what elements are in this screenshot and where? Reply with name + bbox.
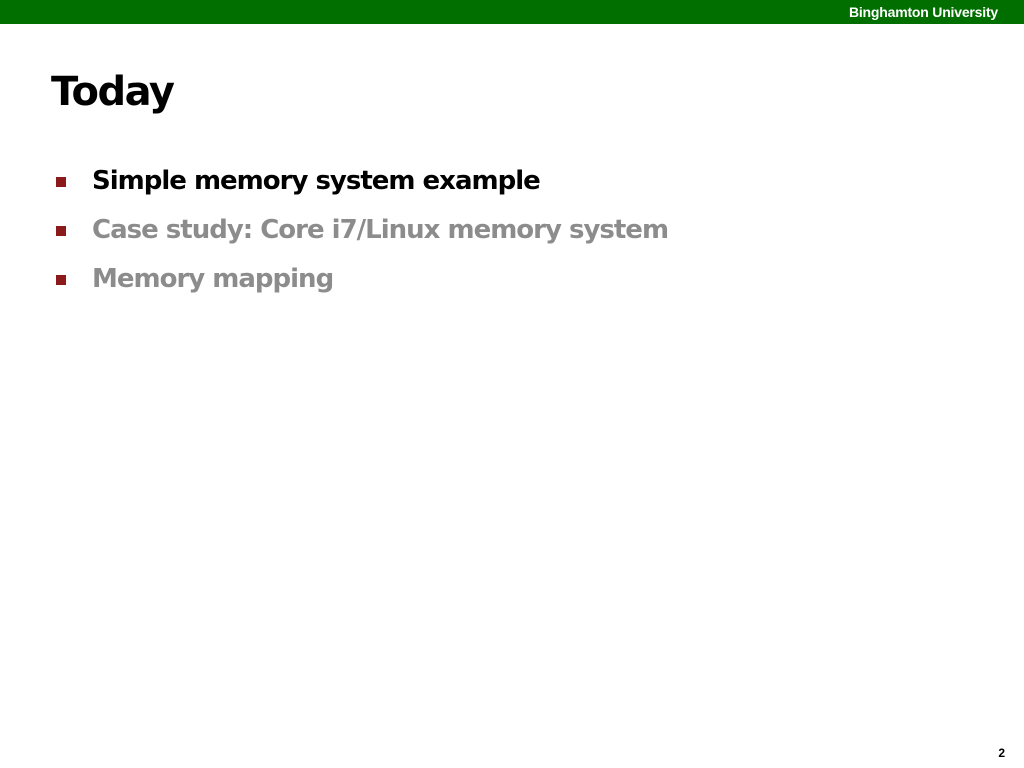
bullet-text: Case study: Core i7/Linux memory system xyxy=(92,214,669,245)
square-bullet-icon xyxy=(56,177,66,187)
bullet-text: Memory mapping xyxy=(92,263,334,294)
bullet-item: Case study: Core i7/Linux memory system xyxy=(56,205,669,254)
slide-title: Today xyxy=(51,69,175,115)
bullet-item: Memory mapping xyxy=(56,254,668,303)
bullet-item: Simple memory system example xyxy=(56,156,668,205)
square-bullet-icon xyxy=(56,226,66,236)
bullet-text: Simple memory system example xyxy=(92,165,541,196)
page-number: 2 xyxy=(998,746,1005,760)
institution-name: Binghamton University xyxy=(848,4,998,20)
bullet-list: Simple memory system example Case study:… xyxy=(56,156,669,303)
square-bullet-icon xyxy=(56,275,66,285)
header-bar: Binghamton University xyxy=(0,0,1024,24)
